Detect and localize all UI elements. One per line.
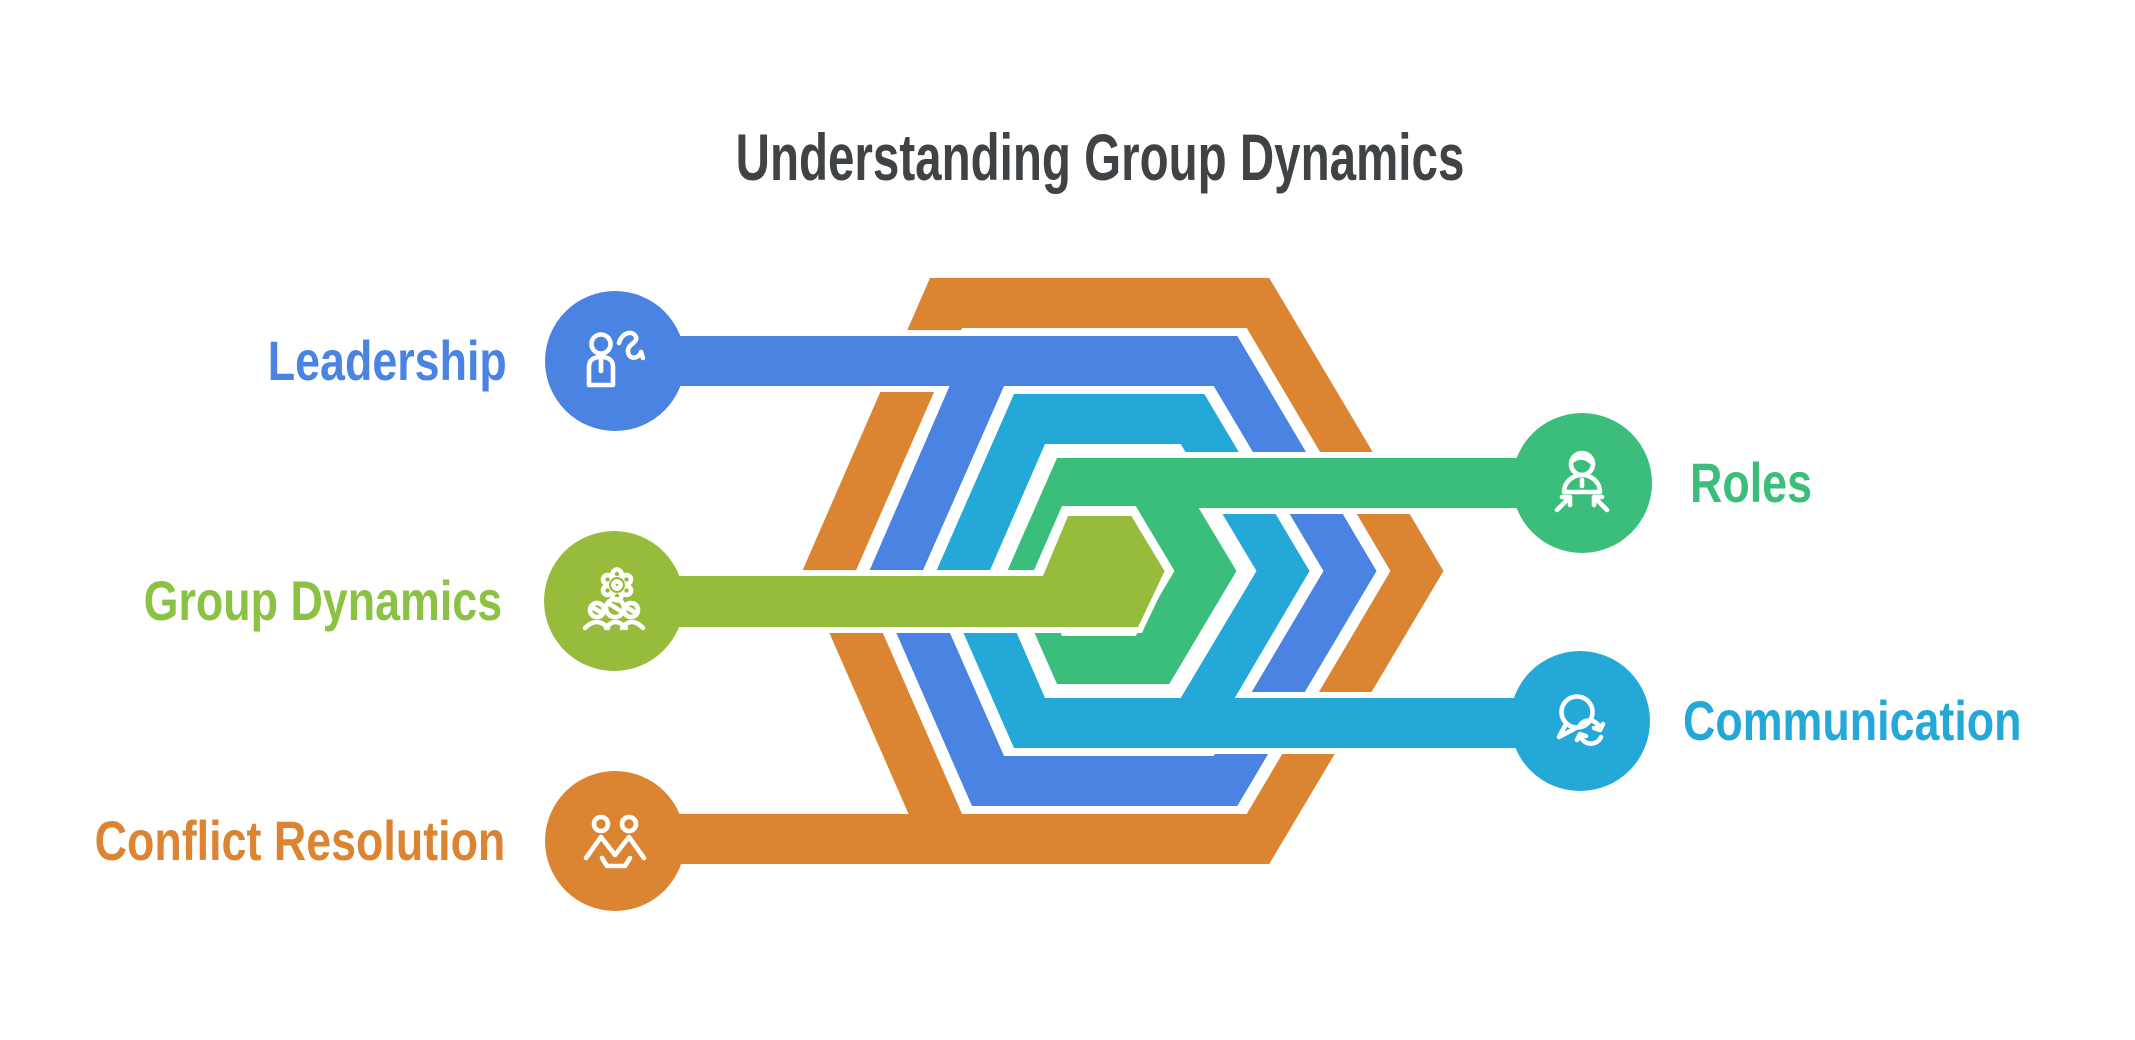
leadership-node-circle bbox=[545, 291, 685, 431]
leadership-ring bbox=[611, 330, 1384, 812]
gear-people-icon bbox=[582, 567, 646, 631]
communication-label: Communication bbox=[1683, 689, 2022, 752]
person-converging-arrows-icon bbox=[1554, 450, 1610, 513]
speech-bubble-sync-icon bbox=[1556, 694, 1606, 746]
leadership-label: Leadership bbox=[267, 329, 507, 392]
roles-label: Roles bbox=[1690, 451, 1812, 514]
communication-node-circle bbox=[1510, 651, 1650, 791]
group-dynamics-label: Group Dynamics bbox=[143, 569, 502, 632]
group-dynamics-hexagon bbox=[611, 510, 1172, 633]
leader-route-icon bbox=[586, 330, 646, 388]
diagram-title: Understanding Group Dynamics bbox=[735, 120, 1465, 194]
conflict-resolution-label: Conflict Resolution bbox=[94, 809, 505, 872]
communication-ring bbox=[929, 388, 1593, 754]
two-people-icon bbox=[583, 814, 647, 869]
conflict-resolution-node-circle bbox=[545, 771, 685, 911]
